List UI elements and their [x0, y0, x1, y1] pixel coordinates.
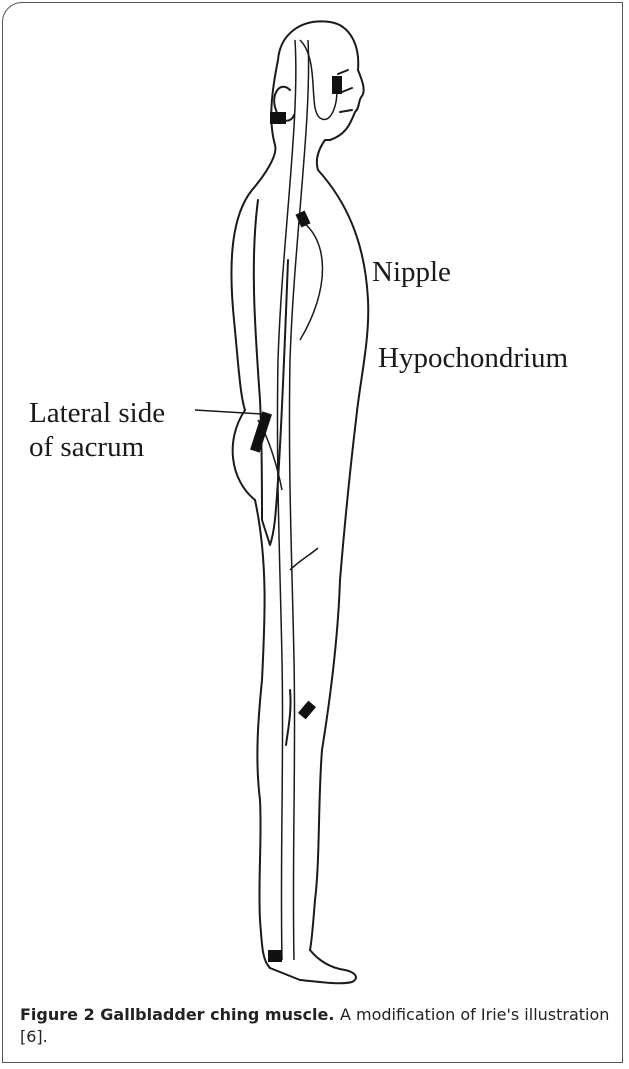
- back-outline: [231, 190, 252, 410]
- meridian-chest: [300, 220, 323, 340]
- label-sacrum-line2: of sacrum: [29, 430, 229, 464]
- label-sacrum-line1: Lateral side: [29, 396, 229, 430]
- back-leg: [255, 500, 270, 968]
- caption-label: Figure 2: [20, 1005, 100, 1024]
- marker-face: [332, 76, 342, 94]
- front-leg: [310, 420, 356, 950]
- meridian-knee: [290, 548, 318, 570]
- label-nipple: Nipple: [372, 255, 451, 289]
- meridian-main-inner: [289, 40, 308, 960]
- head-outline: [278, 21, 364, 170]
- label-lateral-side-of-sacrum: Lateral side of sacrum: [29, 396, 229, 464]
- caption-title: Gallbladder ching muscle.: [100, 1005, 340, 1024]
- label-hypochondrium: Hypochondrium: [378, 341, 568, 375]
- arm: [254, 200, 288, 545]
- figure-caption: Figure 2 Gallbladder ching muscle. A mod…: [20, 1004, 610, 1048]
- marker-chest: [296, 211, 311, 228]
- buttocks: [233, 410, 255, 500]
- marker-ear: [270, 112, 286, 124]
- chest-front: [318, 170, 368, 420]
- figure-illustration: [0, 0, 629, 1000]
- knee-line: [286, 690, 291, 745]
- marker-knee: [298, 701, 316, 720]
- meridian-main: [277, 40, 295, 960]
- foot: [270, 950, 356, 983]
- marker-foot: [268, 950, 282, 962]
- meridian-face-loop: [300, 40, 337, 119]
- marker-sacrum: [250, 411, 272, 452]
- neck-back: [252, 60, 278, 190]
